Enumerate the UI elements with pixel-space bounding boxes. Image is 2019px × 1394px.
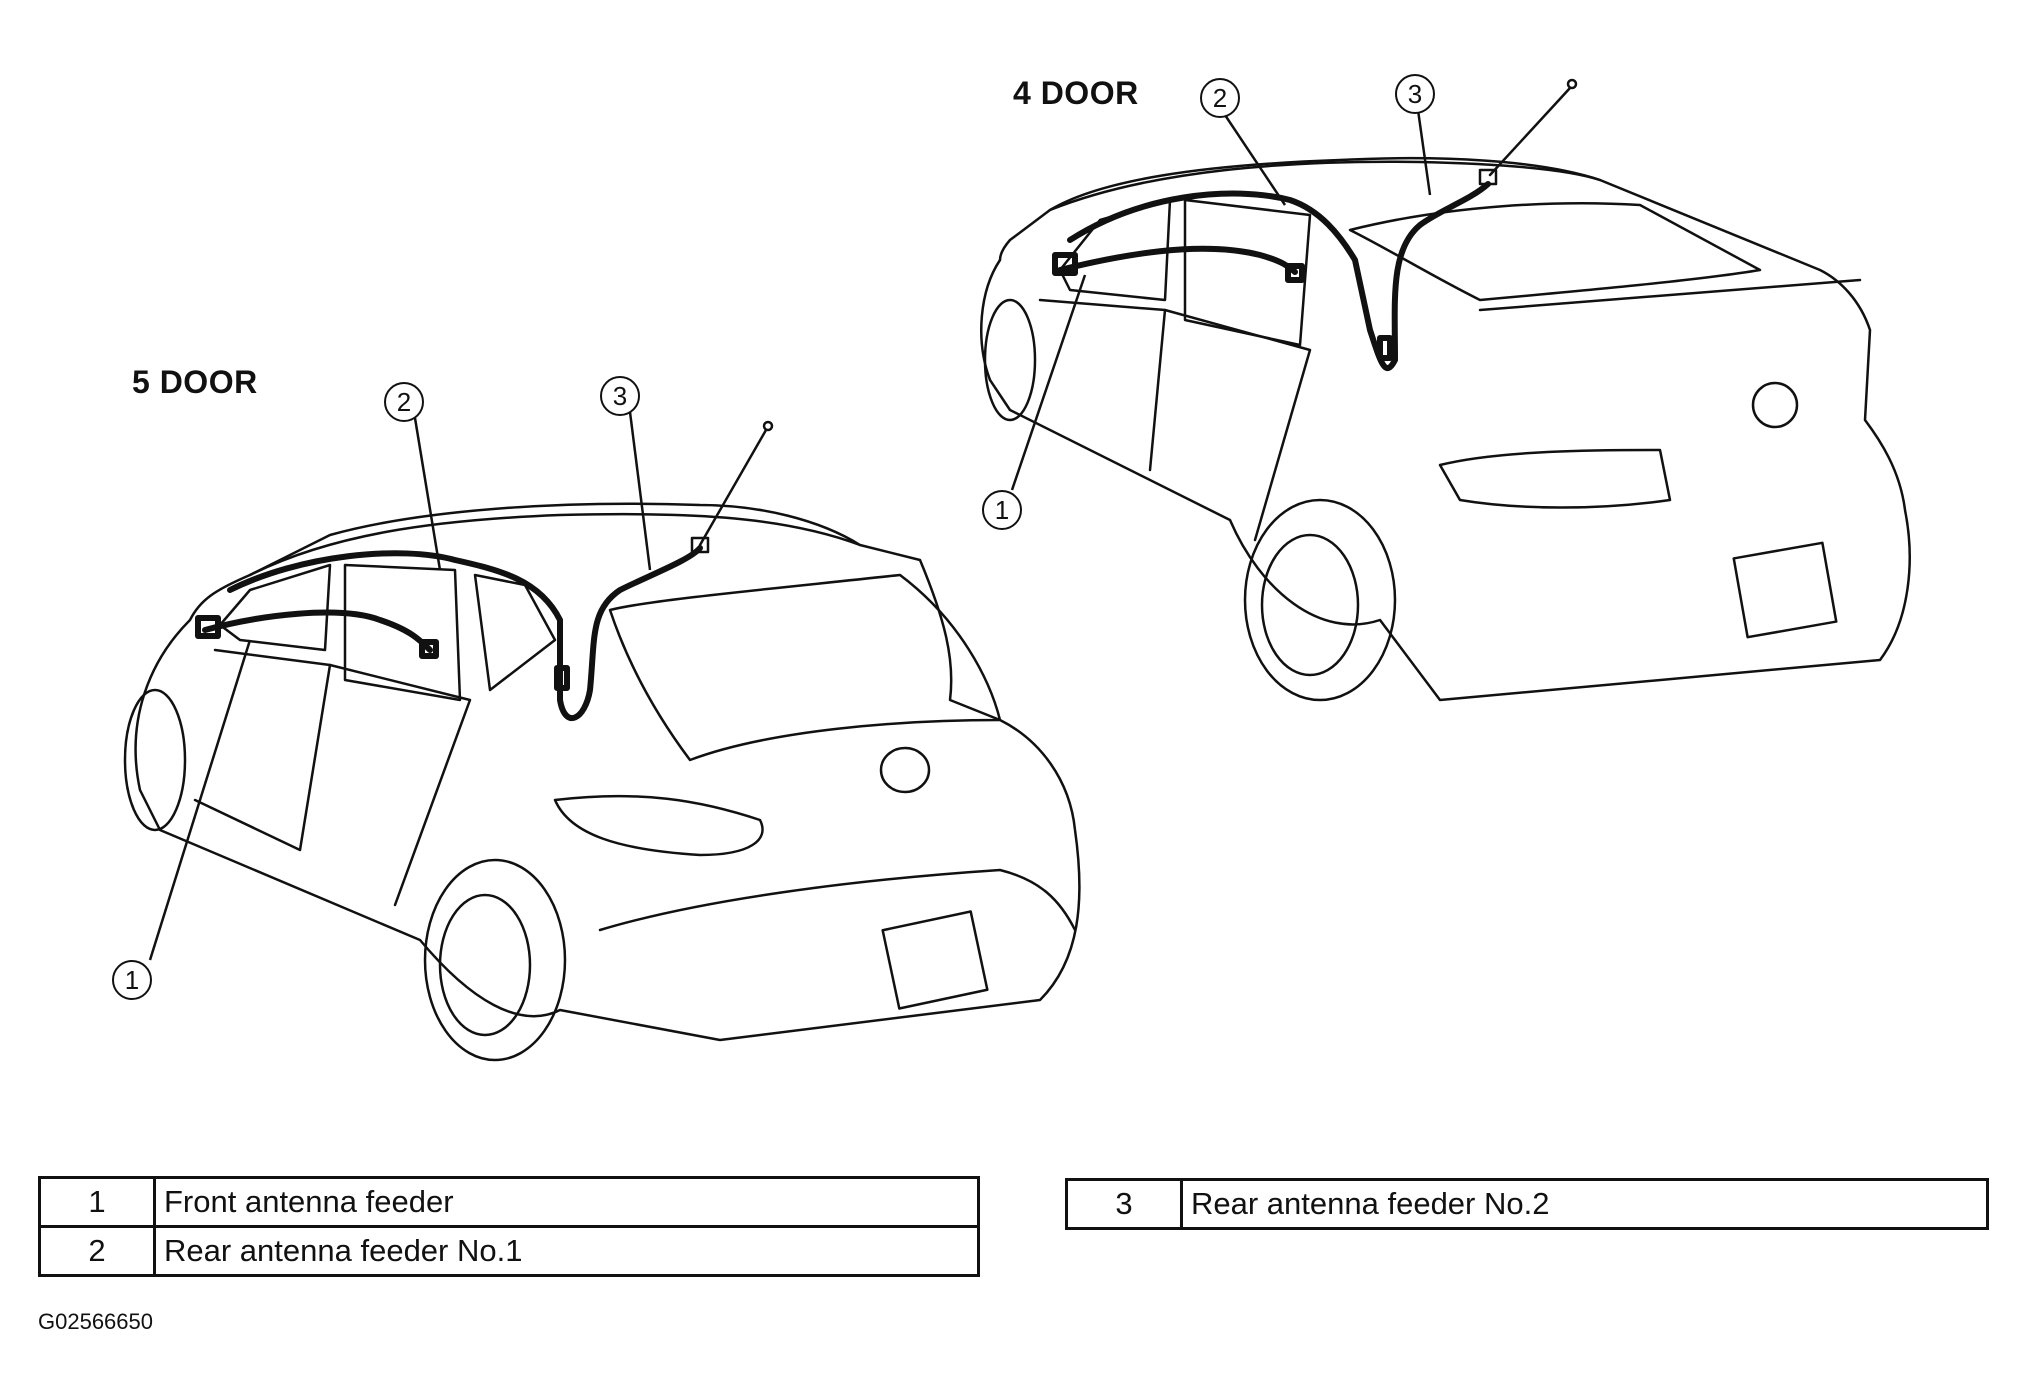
legend-row: 1 Front antenna feeder	[38, 1176, 980, 1228]
legend-number: 1	[38, 1176, 156, 1228]
legend-number: 2	[38, 1225, 156, 1277]
callout-3-five-door: 3	[600, 376, 640, 416]
legend-row: 2 Rear antenna feeder No.1	[38, 1225, 980, 1277]
callout-2-four-door: 2	[1200, 78, 1240, 118]
five-door-car	[123, 411, 1081, 1062]
callout-1-four-door: 1	[982, 490, 1022, 530]
four-door-car	[980, 78, 1911, 702]
legend-description: Rear antenna feeder No.2	[1180, 1178, 1989, 1230]
legend-row: 3 Rear antenna feeder No.2	[1065, 1178, 1989, 1230]
callout-2-five-door: 2	[384, 382, 424, 422]
callout-1-five-door: 1	[112, 960, 152, 1000]
legend-number: 3	[1065, 1178, 1183, 1230]
legend-table-left: 1 Front antenna feeder 2 Rear antenna fe…	[38, 1176, 980, 1277]
legend-description: Front antenna feeder	[153, 1176, 980, 1228]
five-door-label: 5 DOOR	[132, 364, 258, 400]
legend-description: Rear antenna feeder No.1	[153, 1225, 980, 1277]
callout-3-four-door: 3	[1395, 74, 1435, 114]
legend-table-right: 3 Rear antenna feeder No.2	[1065, 1178, 1989, 1230]
four-door-label: 4 DOOR	[1013, 75, 1139, 111]
figure-code: G02566650	[38, 1309, 153, 1334]
